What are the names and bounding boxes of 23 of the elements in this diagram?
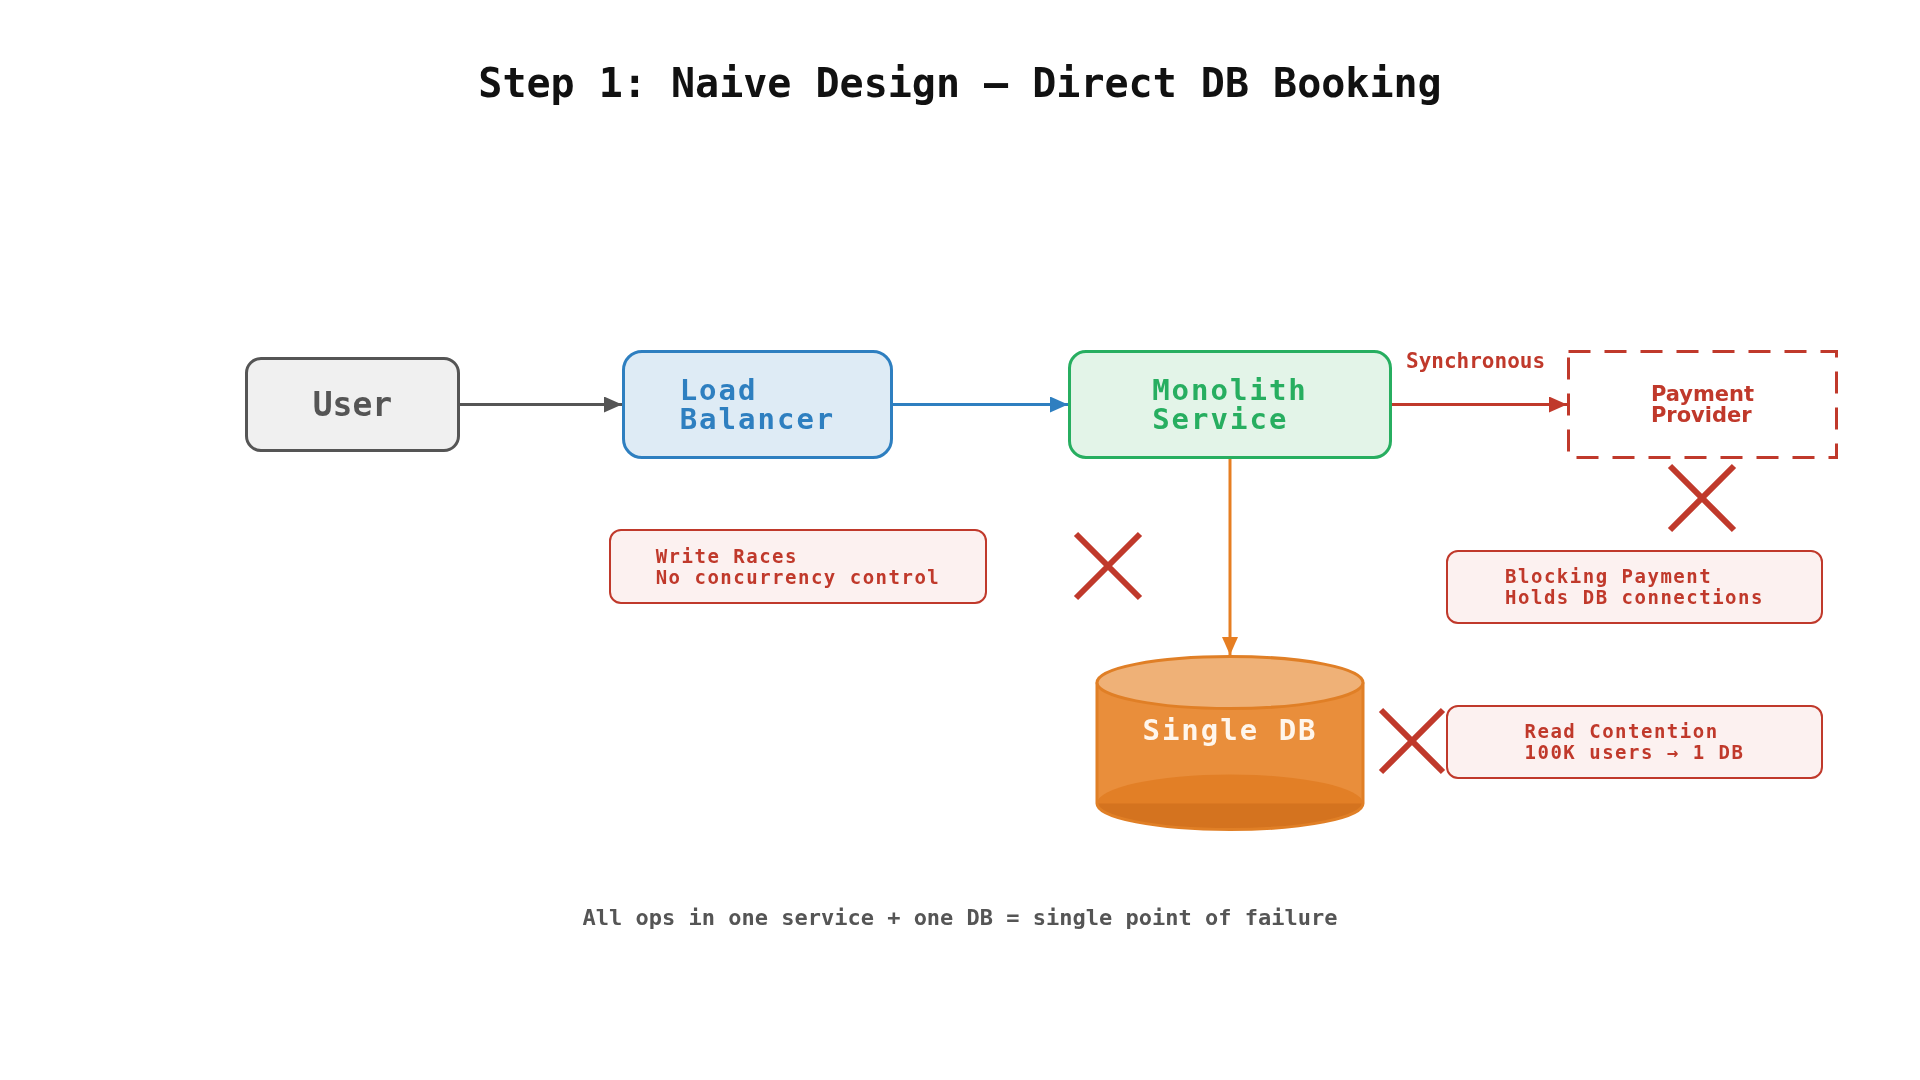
- note-title: Blocking Payment: [1505, 566, 1713, 587]
- node-label: Monolith Service: [1152, 375, 1308, 434]
- node-label: User: [312, 388, 393, 421]
- node-label: Payment Provider: [1650, 383, 1755, 426]
- note-text: 100K users → 1 DB: [1524, 742, 1745, 763]
- arrow: [1392, 396, 1567, 413]
- note-box: [1446, 705, 1823, 779]
- note-text: Holds DB connections: [1505, 587, 1764, 608]
- process-box: [245, 357, 460, 452]
- arrow: [893, 396, 1068, 413]
- process-box: [1068, 350, 1392, 459]
- arrow: [1222, 459, 1238, 655]
- note-box: [1446, 550, 1823, 624]
- note-box: [609, 529, 987, 604]
- note-text: No concurrency control: [655, 566, 941, 588]
- db-label: Single DB: [1142, 713, 1318, 747]
- diagram-caption: All ops in one service + one DB = single point of failure: [582, 905, 1338, 930]
- note-title: Read Contention: [1524, 721, 1719, 742]
- diagram-title: Step 1: Naive Design — Direct DB Booking: [478, 60, 1442, 106]
- node-label: Load Balancer: [679, 375, 836, 434]
- arrow: [460, 396, 622, 413]
- note-title: Write Races: [655, 545, 798, 567]
- process-box: [622, 350, 893, 459]
